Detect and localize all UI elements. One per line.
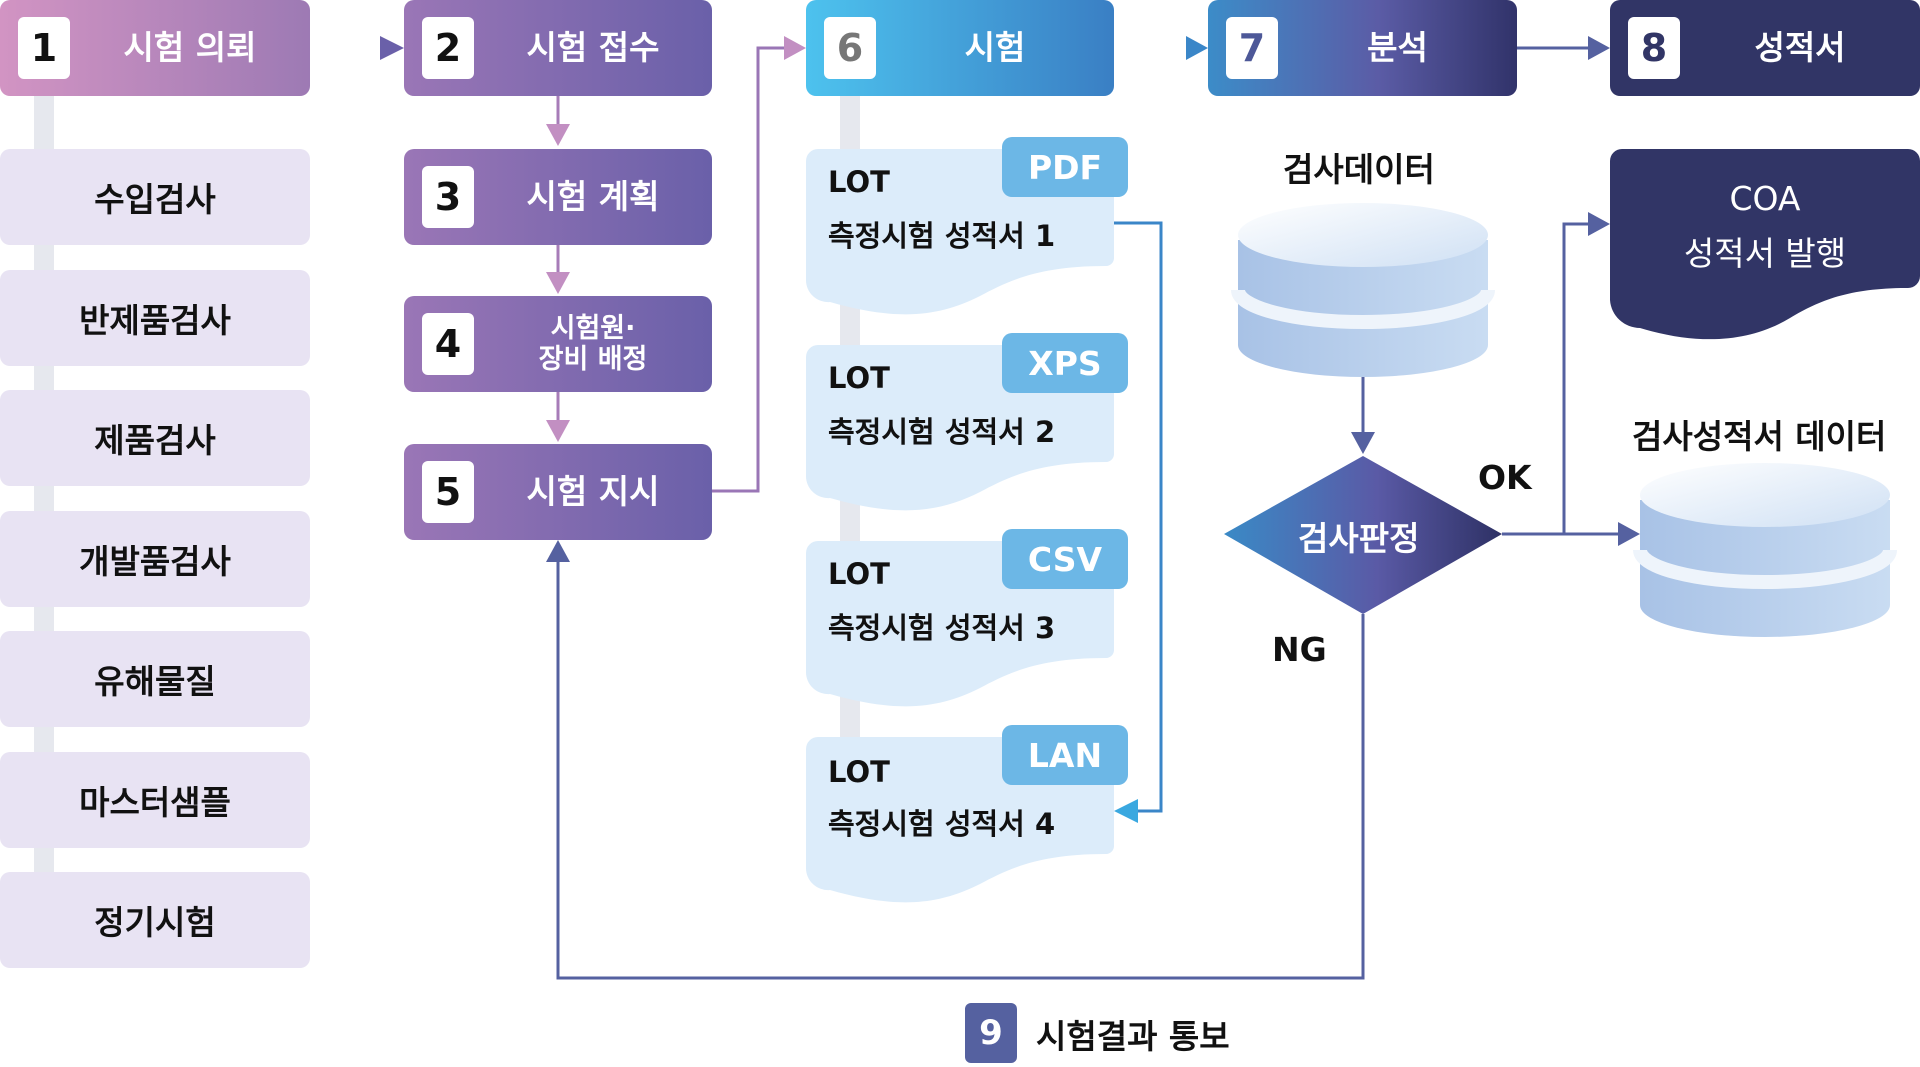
arrow-db-to-decision bbox=[1351, 377, 1375, 454]
format-tag-pdf: PDF bbox=[1002, 137, 1128, 197]
test-report-1[interactable]: LOT 측정시험 성적서 1 bbox=[806, 149, 1114, 299]
step-5-instruct[interactable]: 5 시험 지시 bbox=[404, 444, 712, 540]
arrow-2-to-3 bbox=[546, 96, 570, 146]
report-data-db-icon bbox=[1633, 463, 1897, 637]
arrow-ng-to-step5 bbox=[546, 540, 1365, 980]
decision-label: 검사판정 bbox=[1298, 519, 1420, 558]
request-type-item[interactable]: 유해물질 bbox=[0, 631, 310, 727]
step-number: 2 bbox=[422, 17, 474, 79]
step-label: 분석 bbox=[1367, 28, 1428, 68]
ng-label: NG bbox=[1272, 630, 1327, 669]
format-tag-csv: CSV bbox=[1002, 529, 1128, 589]
ok-label: OK bbox=[1478, 458, 1532, 497]
step-label: 시험 계획 bbox=[526, 177, 660, 217]
report-lot: LOT bbox=[828, 755, 890, 789]
report-title: 측정시험 성적서 4 bbox=[828, 807, 1056, 841]
step-label-line2: 장비 배정 bbox=[538, 344, 648, 375]
decision-diamond bbox=[1224, 456, 1502, 614]
step-9-number: 9 bbox=[979, 1013, 1003, 1053]
report-data-label: 검사성적서 데이터 bbox=[1632, 417, 1887, 456]
step-label-line1: 시험원· bbox=[550, 312, 636, 344]
step-6-test[interactable]: 6 시험 bbox=[806, 0, 1114, 96]
request-type-item[interactable]: 마스터샘플 bbox=[0, 752, 310, 848]
arrow-report1-to-report4 bbox=[1114, 221, 1163, 823]
step-number: 3 bbox=[422, 166, 474, 228]
report-title: 측정시험 성적서 1 bbox=[828, 219, 1056, 253]
request-type-item[interactable]: 정기시험 bbox=[0, 872, 310, 968]
arrow-6-to-7 bbox=[1114, 36, 1208, 60]
request-type-item[interactable]: 개발품검사 bbox=[0, 511, 310, 607]
step-label: 시험 접수 bbox=[526, 28, 660, 68]
request-type-item[interactable]: 수입검사 bbox=[0, 149, 310, 245]
arrow-3-to-4 bbox=[546, 244, 570, 294]
step-8-certificate[interactable]: 8 성적서 bbox=[1610, 0, 1920, 96]
step-9-label: 시험결과 통보 bbox=[1036, 1017, 1230, 1056]
step-label: 시험 지시 bbox=[526, 472, 660, 512]
coa-doc-shape bbox=[1610, 149, 1920, 340]
step-9-badge bbox=[965, 1003, 1017, 1063]
arrow-5-to-6 bbox=[712, 36, 806, 493]
step-label: 시험 의뢰 bbox=[123, 28, 257, 68]
report-lot: LOT bbox=[828, 165, 890, 199]
inspection-data-db-icon bbox=[1231, 203, 1495, 377]
step-3-plan[interactable]: 3 시험 계획 bbox=[404, 149, 712, 245]
test-report-3[interactable]: LOT 측정시험 성적서 3 bbox=[806, 541, 1114, 691]
report-lot: LOT bbox=[828, 361, 890, 395]
arrow-ok-to-report-data bbox=[1502, 522, 1640, 546]
step-2-receipt[interactable]: 2 시험 접수 bbox=[404, 0, 712, 96]
arrow-ok-to-coa bbox=[1562, 212, 1610, 534]
test-report-4[interactable]: LOT 측정시험 성적서 4 bbox=[806, 737, 1114, 887]
report-lot: LOT bbox=[828, 557, 890, 591]
arrow-4-to-5 bbox=[546, 392, 570, 442]
step-label: 성적서 bbox=[1754, 28, 1846, 68]
step-number: 1 bbox=[18, 17, 70, 79]
coa-document[interactable]: COA 성적서 발행 bbox=[1610, 149, 1920, 339]
step-number: 7 bbox=[1226, 17, 1278, 79]
step-number: 5 bbox=[422, 461, 474, 523]
step-number: 8 bbox=[1628, 17, 1680, 79]
coa-title: COA bbox=[1729, 179, 1801, 218]
test-report-2[interactable]: LOT 측정시험 성적서 2 bbox=[806, 345, 1114, 495]
request-type-item[interactable]: 반제품검사 bbox=[0, 270, 310, 366]
step-label: 시험원· 장비 배정 bbox=[474, 296, 712, 392]
format-tag-lan: LAN bbox=[1002, 725, 1128, 785]
step-number: 4 bbox=[422, 313, 474, 375]
step-4-assign[interactable]: 4 시험원· 장비 배정 bbox=[404, 296, 712, 392]
arrow-1-to-2 bbox=[310, 36, 404, 60]
report-title: 측정시험 성적서 2 bbox=[828, 415, 1056, 449]
format-tag-xps: XPS bbox=[1002, 333, 1128, 393]
coa-subtitle: 성적서 발행 bbox=[1683, 234, 1847, 273]
step-7-analysis[interactable]: 7 분석 bbox=[1208, 0, 1517, 96]
inspection-data-label: 검사데이터 bbox=[1283, 150, 1435, 189]
request-type-item[interactable]: 제품검사 bbox=[0, 390, 310, 486]
step-1-request[interactable]: 1 시험 의뢰 bbox=[0, 0, 310, 96]
report-title: 측정시험 성적서 3 bbox=[828, 611, 1056, 645]
arrow-7-to-8 bbox=[1517, 36, 1610, 60]
step-label: 시험 bbox=[964, 28, 1026, 68]
step-number: 6 bbox=[824, 17, 876, 79]
